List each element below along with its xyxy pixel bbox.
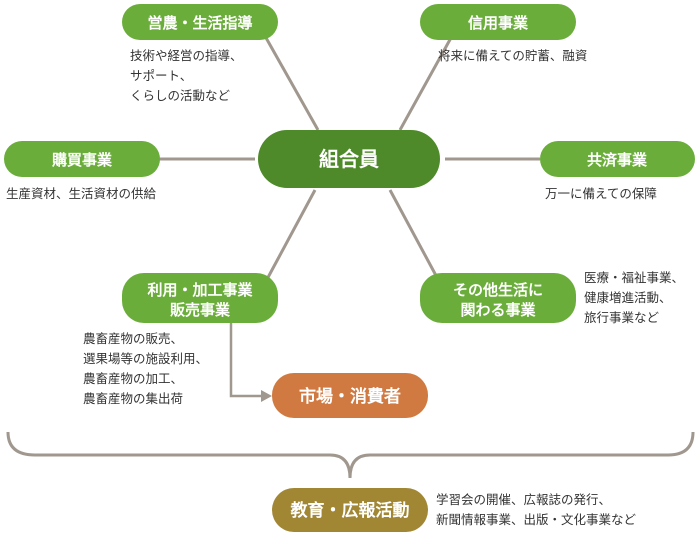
node-education-label: 教育・広報活動: [290, 500, 410, 521]
node-education: 教育・広報活動: [272, 488, 428, 532]
connector-lines: [158, 35, 540, 284]
mutual-description: 万一に備えての保障: [545, 186, 657, 201]
node-other: その他生活に 関わる事業: [420, 273, 576, 323]
education-description: 学習会の開催、広報誌の発行、 新聞情報事業、出版・文化事業など: [436, 492, 637, 527]
node-purchase: 購買事業: [4, 141, 160, 177]
connector-sales: [263, 189, 317, 284]
node-credit: 信用事業: [420, 4, 576, 40]
node-other-label-line2: 関わる事業: [460, 301, 536, 319]
node-farming-label: 営農・生活指導: [147, 14, 252, 32]
node-credit-label: 信用事業: [468, 14, 529, 32]
sales-to-market-arrow: [229, 320, 272, 402]
connector-farming: [263, 35, 320, 131]
other-description: 医療・福祉事業、 健康増進活動、 旅行事業など: [584, 270, 685, 325]
node-sales-label-line1: 利用・加工事業: [147, 281, 253, 299]
center-label: 組合員: [319, 147, 379, 171]
node-purchase-label: 購買事業: [51, 151, 113, 169]
center-node: 組合員: [258, 130, 440, 188]
sales-description: 農畜産物の販売、 選果場等の施設利用、 農畜産物の加工、 農畜産物の集出荷: [83, 331, 209, 406]
connector-other: [388, 189, 442, 284]
node-mutual-label: 共済事業: [587, 151, 648, 169]
credit-description: 将来に備えての貯蓄、融資: [438, 48, 588, 63]
node-mutual: 共済事業: [540, 141, 695, 177]
node-other-label-line1: その他生活に: [453, 281, 543, 299]
node-farming: 営農・生活指導: [122, 4, 278, 40]
purchase-description: 生産資材、生活資材の供給: [6, 186, 157, 201]
farming-description: 技術や経営の指導、 サポート、 くらしの活動など: [130, 48, 243, 103]
node-market: 市場・消費者: [272, 373, 428, 418]
node-sales: 利用・加工事業 販売事業: [122, 273, 278, 323]
bracket: [6, 431, 695, 479]
node-sales-label-line2: 販売事業: [170, 301, 231, 319]
node-market-label: 市場・消費者: [299, 386, 401, 407]
connector-credit: [398, 35, 454, 131]
